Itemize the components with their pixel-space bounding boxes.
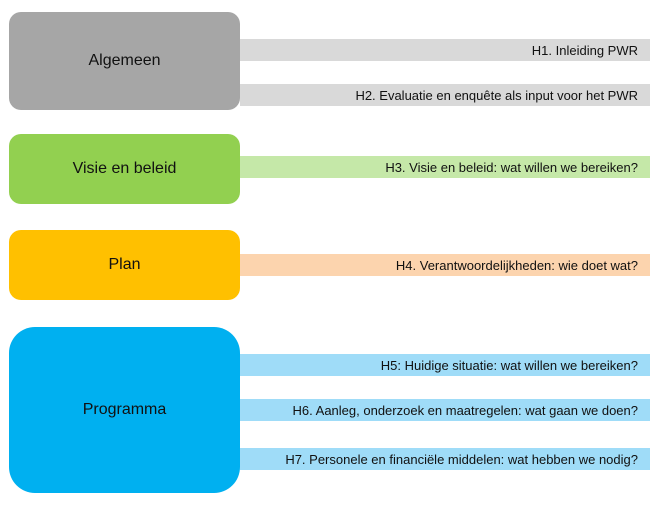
chapter-bar-h1: H1. Inleiding PWR — [240, 39, 650, 61]
chapter-label: H4. Verantwoordelijkheden: wie doet wat? — [395, 257, 638, 273]
chapter-label: H3. Visie en beleid: wat willen we berei… — [385, 159, 638, 175]
chapter-bar-h6: H6. Aanleg, onderzoek en maatregelen: wa… — [240, 399, 650, 421]
chapter-bar-h2: H2. Evaluatie en enquête als input voor … — [240, 84, 650, 106]
section-label: Plan — [108, 256, 141, 273]
section-box-plan: Plan — [9, 230, 240, 300]
chapter-bar-h4: H4. Verantwoordelijkheden: wie doet wat? — [240, 254, 650, 276]
section-label: Programma — [82, 401, 167, 418]
chapter-bar-h3: H3. Visie en beleid: wat willen we berei… — [240, 156, 650, 178]
chapter-label: H7. Personele en financiële middelen: wa… — [285, 451, 638, 467]
section-box-algemeen: Algemeen — [9, 12, 240, 110]
section-box-visie-en-beleid: Visie en beleid — [9, 134, 240, 204]
section-box-programma: Programma — [9, 327, 240, 493]
chapter-bar-h5: H5: Huidige situatie: wat willen we bere… — [240, 354, 650, 376]
section-label: Algemeen — [88, 52, 161, 69]
section-label: Visie en beleid — [72, 160, 177, 177]
chapter-label: H5: Huidige situatie: wat willen we bere… — [380, 357, 638, 373]
chapter-label: H1. Inleiding PWR — [531, 42, 638, 58]
chapter-label: H6. Aanleg, onderzoek en maatregelen: wa… — [292, 402, 638, 418]
chapter-label: H2. Evaluatie en enquête als input voor … — [355, 87, 638, 103]
chapter-bar-h7: H7. Personele en financiële middelen: wa… — [240, 448, 650, 470]
